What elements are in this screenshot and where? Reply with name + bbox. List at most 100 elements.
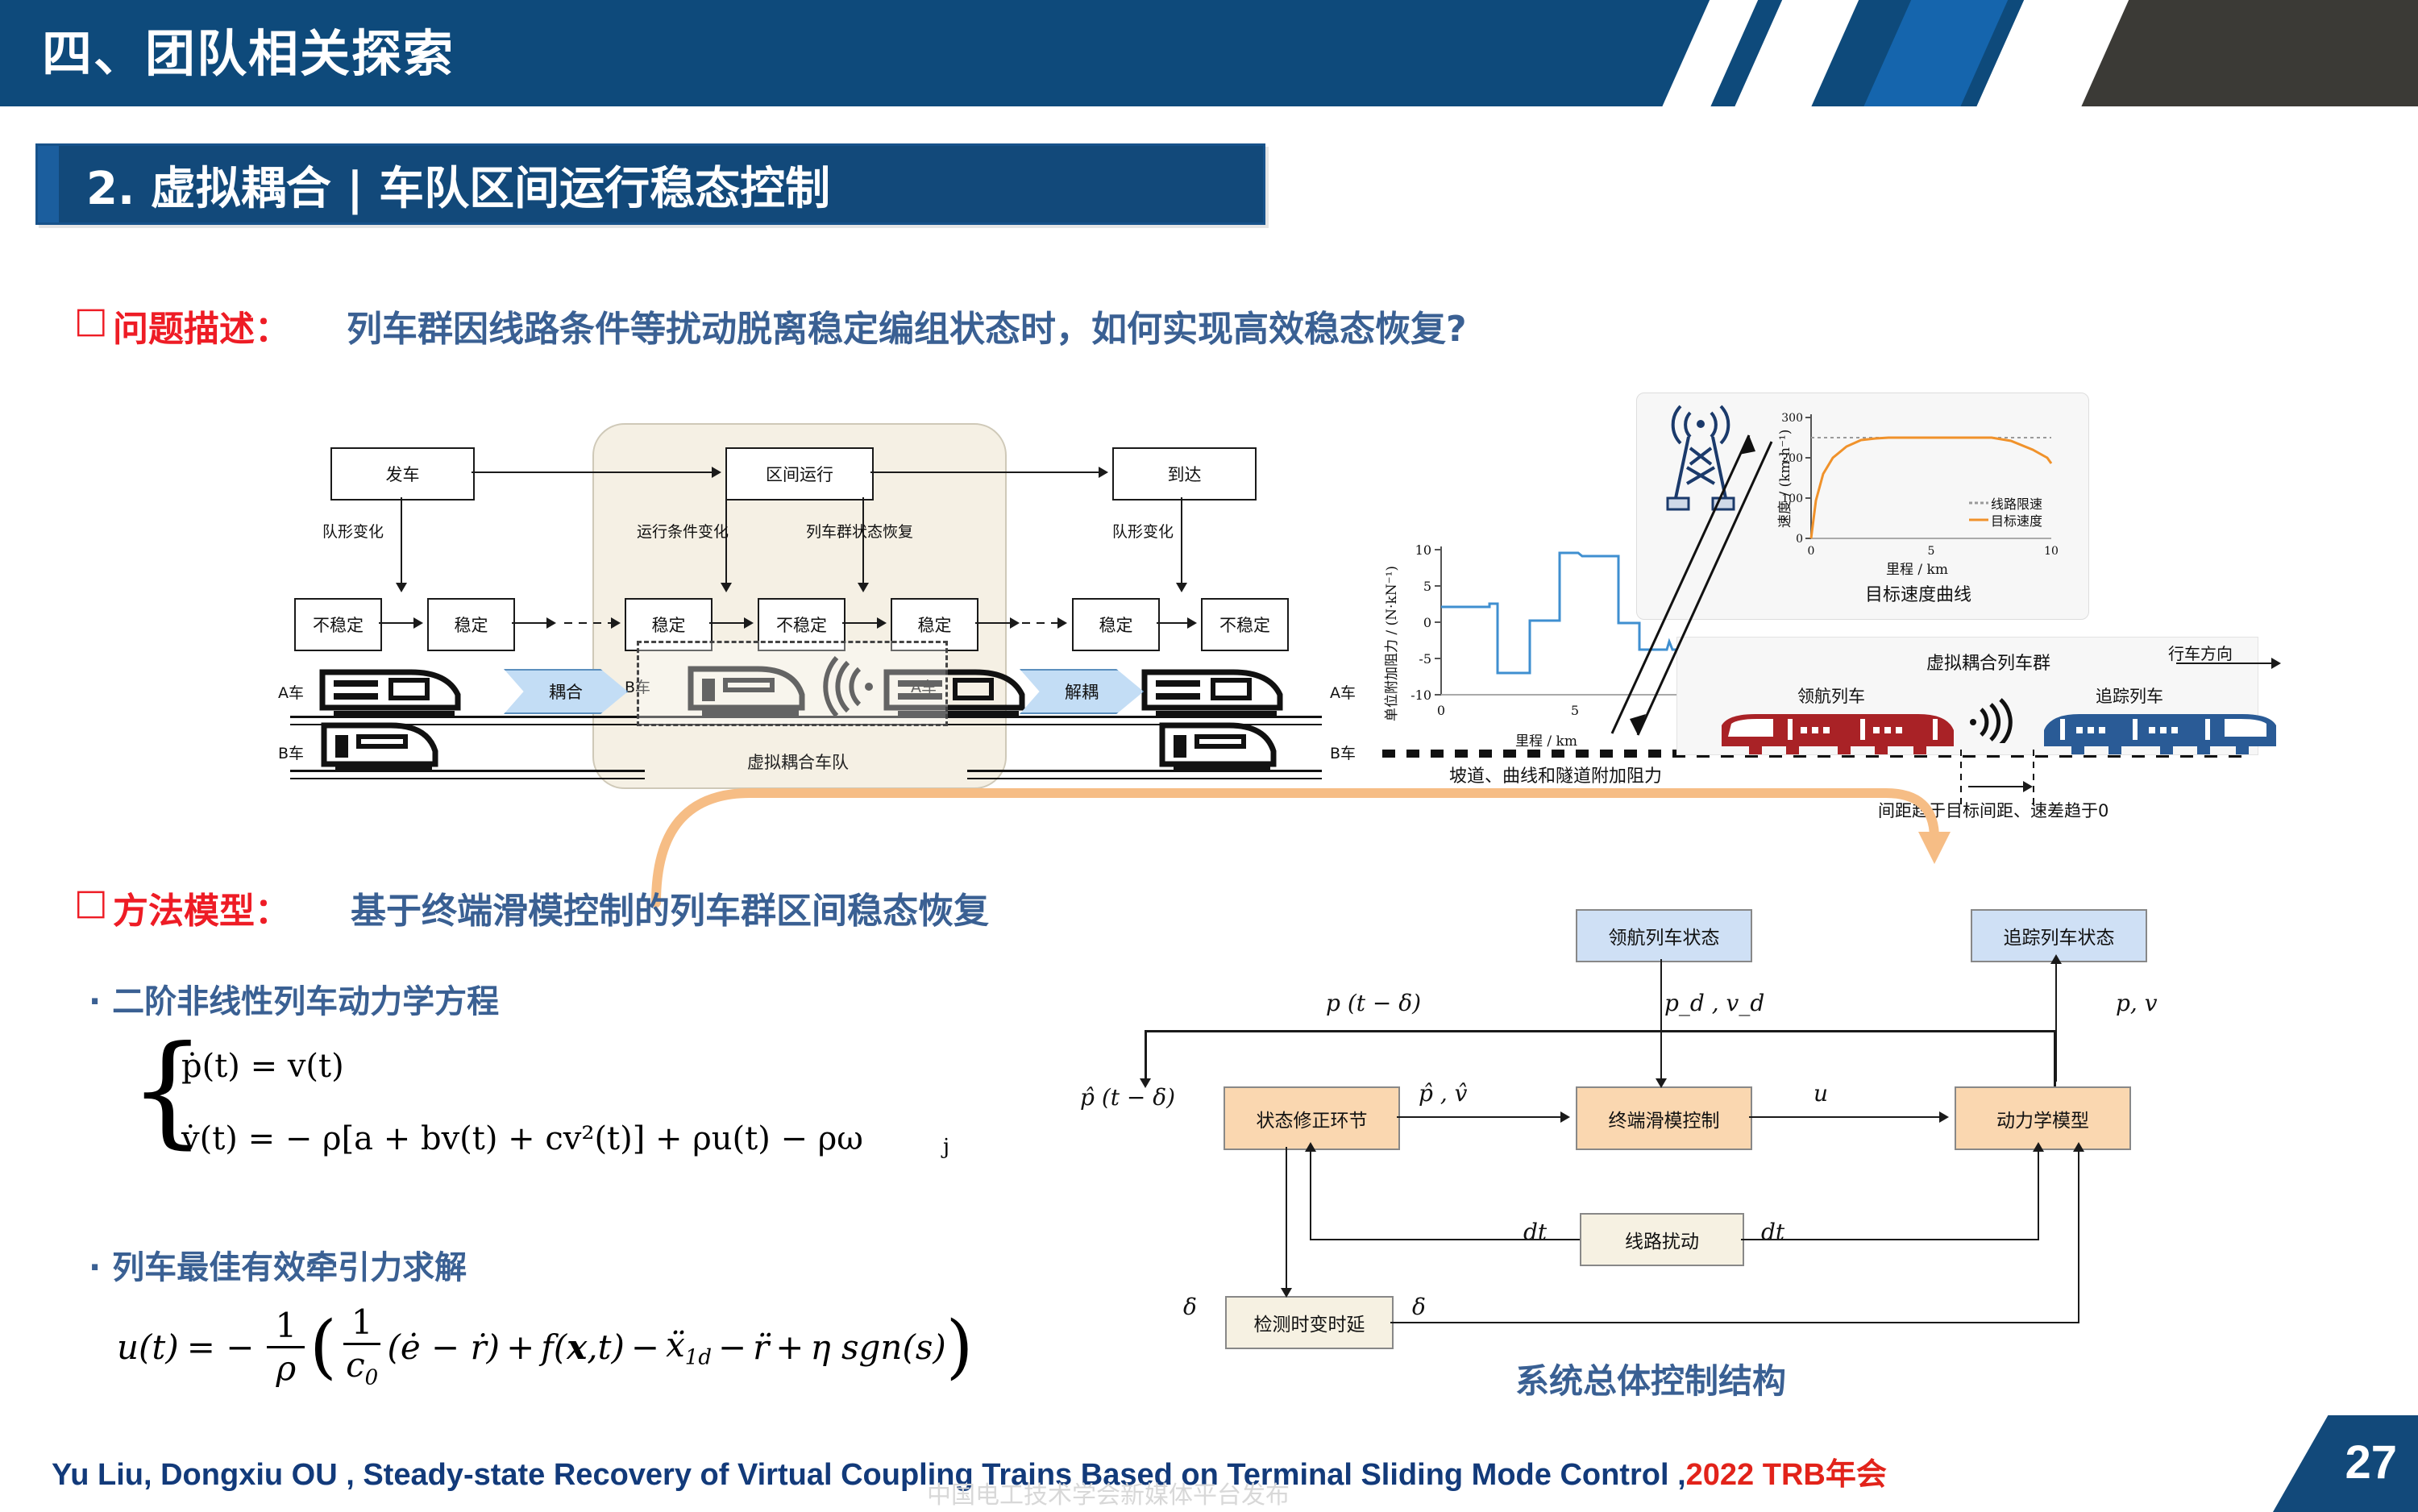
signal-delta-right: δ bbox=[1412, 1294, 1426, 1320]
svg-text:0: 0 bbox=[1423, 615, 1431, 630]
signal-pv: p, v bbox=[2116, 990, 2158, 1016]
block-dynamics-model: 动力学模型 bbox=[1955, 1086, 2131, 1150]
wire-arrow-lead-smc bbox=[1656, 1078, 1667, 1088]
flow-arrow-drop-1 bbox=[396, 583, 407, 592]
gap-marker-right bbox=[2033, 750, 2034, 810]
svg-text:-5: -5 bbox=[1419, 651, 1431, 667]
control-law-equals: = − bbox=[186, 1327, 255, 1367]
flow-arrow-drop-4 bbox=[1176, 583, 1187, 592]
state-arrow-5 bbox=[877, 617, 887, 629]
signal-dt-left: dt bbox=[1523, 1219, 1548, 1245]
label-train-a-right: A车 bbox=[1330, 684, 1356, 702]
flow-connector-1 bbox=[472, 471, 713, 473]
flow-arrow-drop-3 bbox=[858, 583, 869, 592]
rail-lower-2 bbox=[290, 778, 645, 779]
flow-arrow-1 bbox=[712, 467, 721, 478]
control-law-rddot: r̈ bbox=[753, 1327, 770, 1367]
signal-dt-right: dt bbox=[1761, 1219, 1785, 1245]
state-arrow-2 bbox=[546, 617, 556, 629]
dynamics-equation-1: ṗ(t) = v(t) bbox=[181, 1048, 344, 1085]
rail-lower bbox=[290, 770, 645, 772]
orange-flow-arrow bbox=[651, 788, 1951, 908]
dynamics-equation-2-subscript: j bbox=[943, 1135, 950, 1159]
wire-disturb-right bbox=[1741, 1239, 2039, 1240]
signal-delta-left: δ bbox=[1183, 1294, 1197, 1320]
wire-dyn-to-follow bbox=[2055, 959, 2057, 1082]
equation-brace: { bbox=[129, 1020, 206, 1161]
speed-chart-legend-limit: 线路限速 bbox=[1991, 496, 2043, 512]
state-connector-4 bbox=[842, 622, 879, 624]
svg-text:300: 300 bbox=[1781, 412, 1803, 425]
block-delay-detection: 检测时变时延 bbox=[1225, 1296, 1394, 1349]
method-body: 基于终端滑模控制的列车群区间稳态恢复 bbox=[351, 891, 989, 932]
vc-group-title: 虚拟耦合列车群 bbox=[1926, 654, 2051, 674]
state-connector-3 bbox=[709, 622, 746, 624]
wire-arrow-delay-up bbox=[2073, 1142, 2084, 1152]
flow-state-stable-3: 稳定 bbox=[891, 598, 978, 651]
state-arrow-7 bbox=[1057, 617, 1067, 629]
signal-phat-vhat: p̂ , v̂ bbox=[1419, 1080, 1468, 1107]
wire-correction-to-smc bbox=[1397, 1116, 1562, 1118]
flow-box-section-run: 区间运行 bbox=[725, 447, 874, 501]
wire-disturb-left bbox=[1310, 1239, 1580, 1240]
flow-box-arrive: 到达 bbox=[1112, 447, 1257, 501]
footer-citation-main: Yu Liu, Dongxiu OU , Steady-state Recove… bbox=[52, 1458, 1686, 1492]
flow-drop-3 bbox=[862, 497, 864, 586]
svg-text:0: 0 bbox=[1796, 533, 1803, 546]
resistance-chart-caption: 坡道、曲线和隧道附加阻力 bbox=[1448, 766, 1662, 787]
state-arrow-3 bbox=[611, 617, 621, 629]
speed-chart-caption: 目标速度曲线 bbox=[1864, 585, 1971, 605]
flow-label-formation-2: 队形变化 bbox=[1112, 523, 1174, 541]
vc-group-lead-label: 领航列车 bbox=[1797, 687, 1865, 706]
virtual-coupling-caption: 虚拟耦合车队 bbox=[747, 754, 849, 772]
state-arrow-8 bbox=[1187, 617, 1197, 629]
label-train-b-right: B车 bbox=[1330, 745, 1356, 762]
flow-drop-1 bbox=[401, 497, 402, 586]
flow-state-unstable-1: 不稳定 bbox=[294, 598, 382, 651]
couple-arrow-label: 耦合 bbox=[504, 669, 628, 714]
wire-arrow-disturb-left bbox=[1305, 1142, 1316, 1152]
footer-citation: Yu Liu, Dongxiu OU , Steady-state Recove… bbox=[52, 1449, 1887, 1493]
direction-arrow-head bbox=[2271, 658, 2281, 669]
svg-text:200: 200 bbox=[1781, 452, 1803, 465]
rail-lower-right bbox=[967, 770, 1322, 772]
signal-phat-delay: p̂ (t − δ) bbox=[1080, 1084, 1176, 1111]
method-bullet-2: · 列车最佳有效牵引力求解 bbox=[89, 1249, 467, 1286]
vc-group-direction-label: 行车方向 bbox=[2168, 644, 2233, 663]
page-number: 27 bbox=[2345, 1436, 2397, 1489]
svg-text:5: 5 bbox=[1928, 545, 1935, 558]
scene-link-arrows bbox=[1610, 434, 1773, 736]
control-law-x1d: ẍ1d bbox=[666, 1324, 712, 1369]
flow-label-recovery: 列车群状态恢复 bbox=[806, 523, 914, 541]
train-icon-b-right bbox=[1159, 722, 1277, 772]
page-title: 四、团队相关探索 bbox=[42, 24, 455, 83]
state-connector-2 bbox=[512, 622, 548, 624]
gap-arrow-right bbox=[2023, 781, 2033, 792]
problem-label: 问题描述： bbox=[113, 309, 290, 350]
wire-arrow-feedback-drop bbox=[1140, 1078, 1151, 1088]
subtitle-left-tab bbox=[38, 146, 59, 222]
wire-feedback-right-drop bbox=[2054, 1030, 2056, 1086]
signal-p-delay: p (t − δ) bbox=[1326, 990, 1422, 1016]
speed-chart-xlabel: 里程 / km bbox=[1886, 562, 1948, 578]
flow-arrow-drop-2 bbox=[721, 583, 732, 592]
train-icon-b-mid bbox=[688, 666, 805, 716]
train-icon-a-left bbox=[319, 669, 461, 717]
block-diagram-caption: 系统总体控制结构 bbox=[1515, 1361, 1787, 1401]
control-law-equation: u(t) = − 1 ρ ( 1 c0 (ė − ṙ) + f(x,t) − ẍ… bbox=[117, 1306, 973, 1389]
control-law-frac-rho: 1 ρ bbox=[267, 1308, 305, 1385]
train-icon-b-left bbox=[321, 722, 438, 772]
label-train-a-left: A车 bbox=[278, 684, 304, 702]
flow-state-unstable-3: 不稳定 bbox=[1201, 598, 1289, 651]
state-connector-1 bbox=[379, 622, 415, 624]
flow-state-stable-4: 稳定 bbox=[1072, 598, 1160, 651]
block-line-disturbance: 线路扰动 bbox=[1580, 1213, 1744, 1266]
direction-arrow-line bbox=[2176, 663, 2273, 664]
wire-delay-to-dynamics bbox=[1390, 1322, 2079, 1323]
watermark-text: 中国电工技术学会新媒体平台发布 bbox=[927, 1481, 1290, 1510]
flow-drop-2 bbox=[725, 497, 727, 586]
vc-group-follow-label: 追踪列车 bbox=[2096, 687, 2163, 706]
virtual-coupling-inner-dashed bbox=[637, 641, 948, 726]
slide-header: 四、团队相关探索 bbox=[0, 0, 2418, 106]
